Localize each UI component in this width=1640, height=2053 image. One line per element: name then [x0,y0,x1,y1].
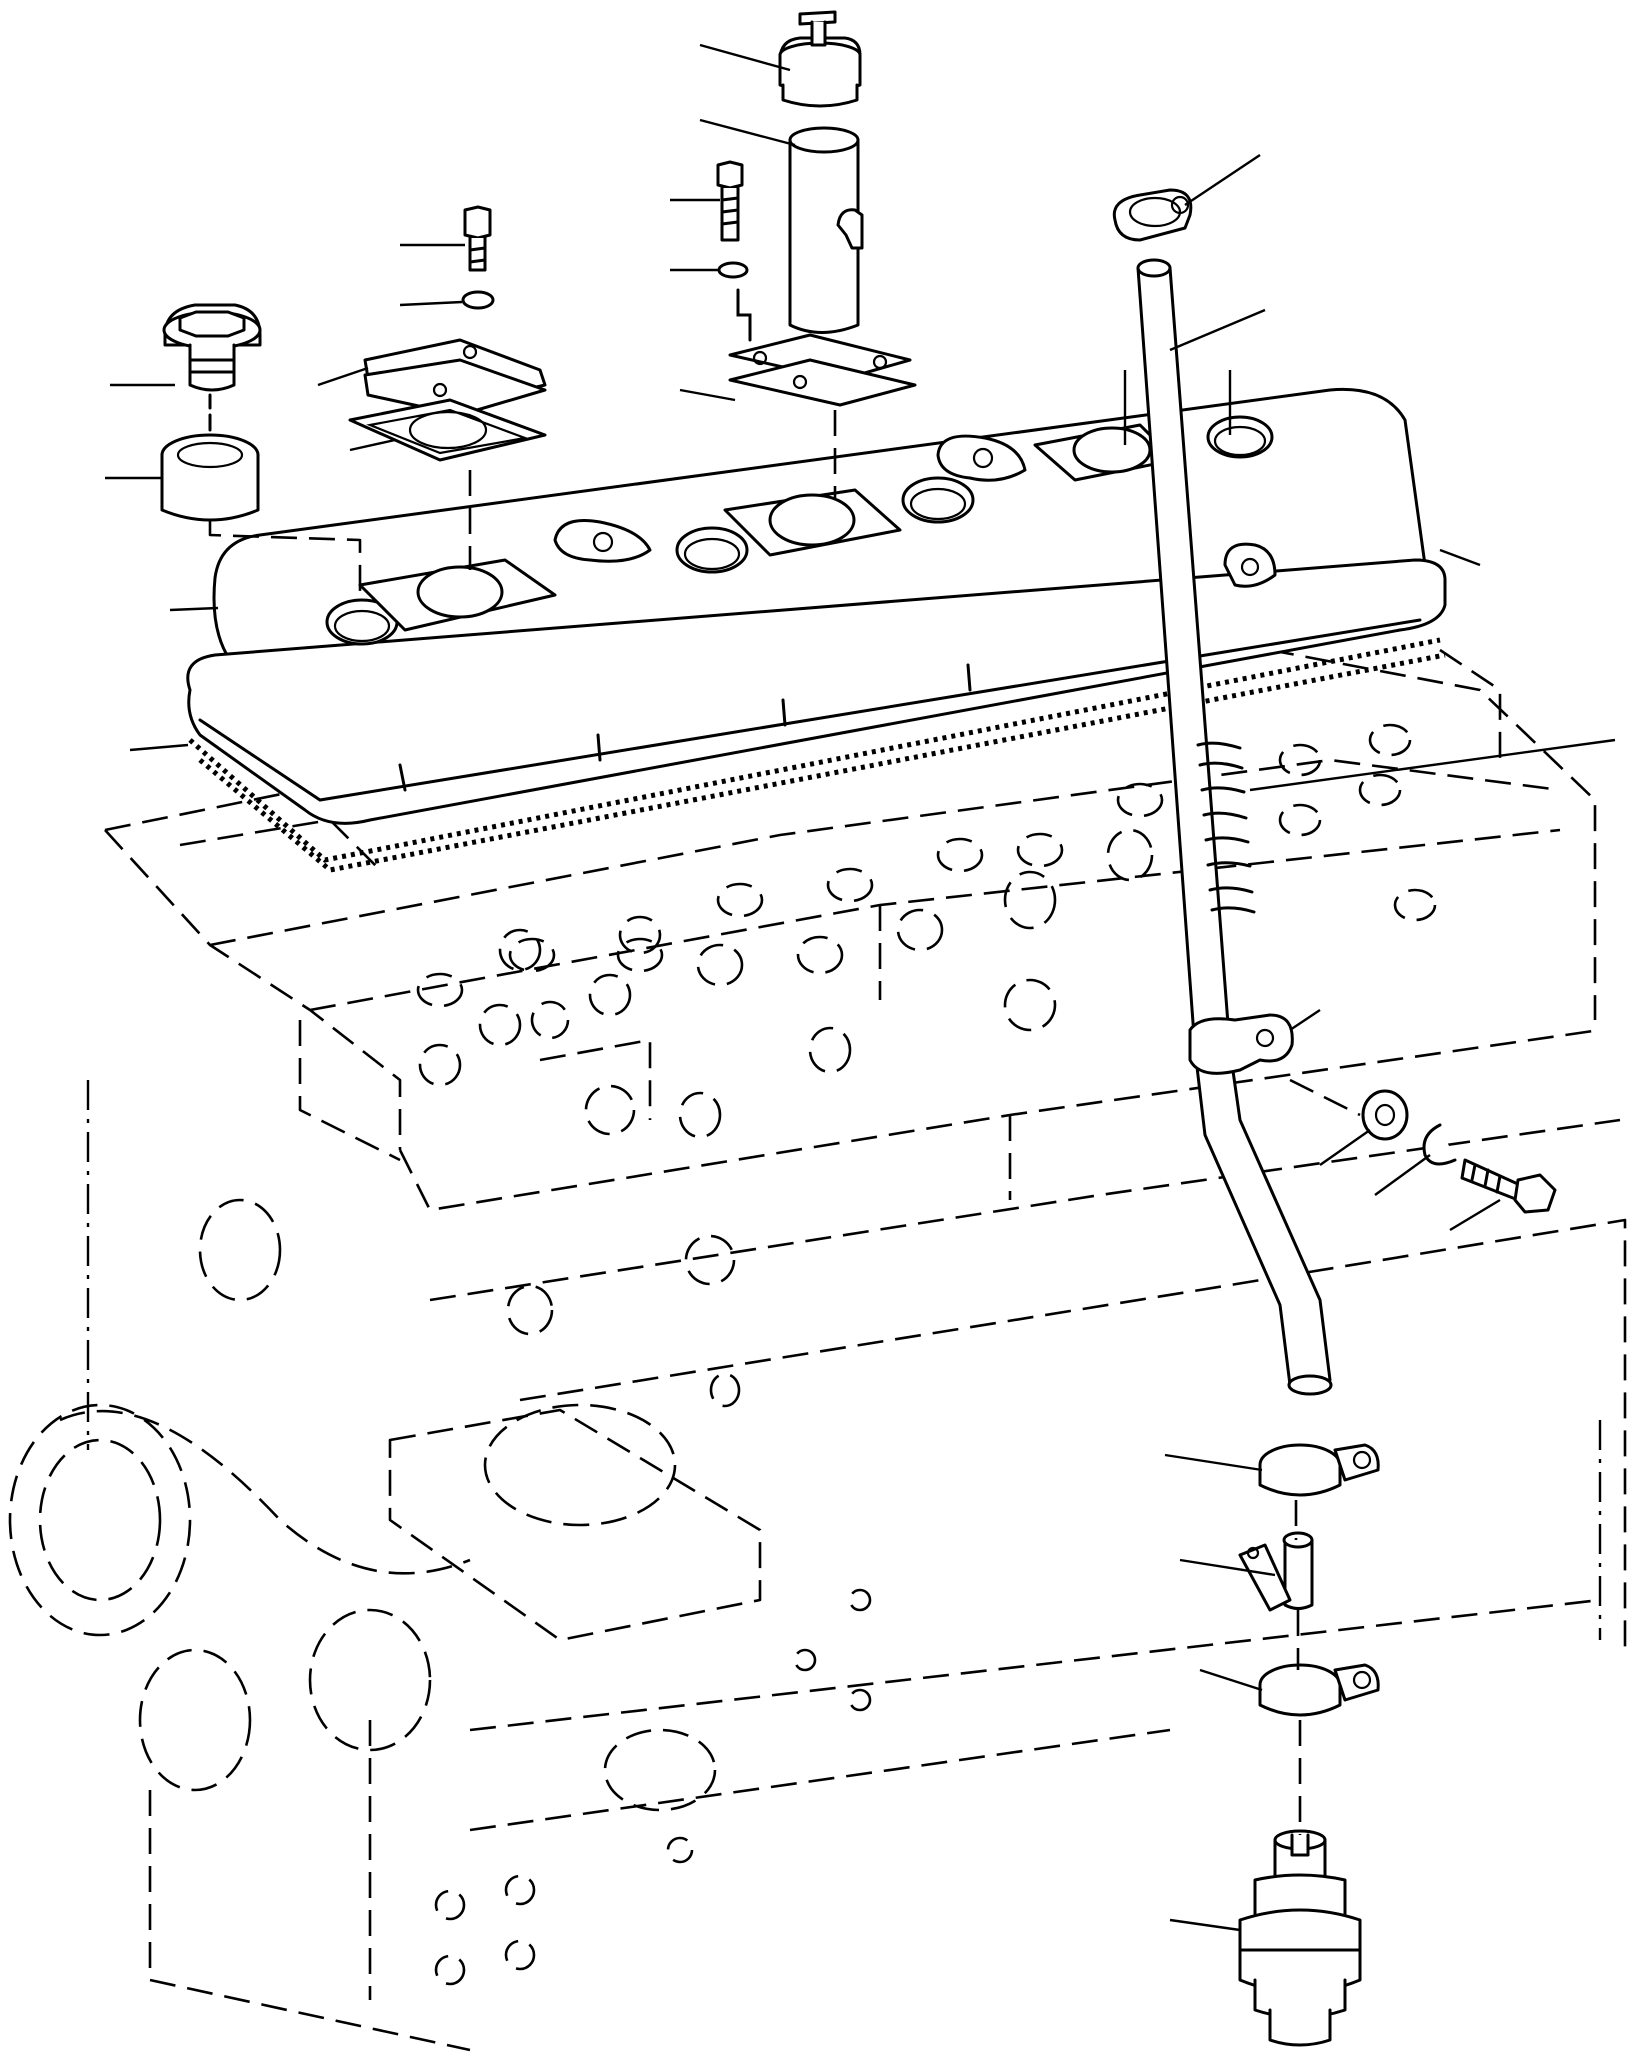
leader-07 [317,366,369,387]
level-sensor [1238,1829,1362,2047]
leader-23 [1449,1198,1501,1232]
assembly-paths [208,410,1361,1835]
oil-filler-cap [778,10,862,108]
engine-block-phantom [8,648,1627,2052]
leader-15 [1169,308,1266,352]
leader-08 [349,438,396,452]
tube-sleeve [1238,1531,1314,1612]
leader-12 [169,606,219,612]
leader-14 [1184,154,1261,206]
lower-tube-clamp-upper [1258,1443,1380,1497]
leader-24 [1164,1453,1263,1472]
dipstick-clip [1112,188,1193,242]
clamp-washer-bolt [1361,1089,1557,1214]
breather-cover [348,205,547,462]
leader-13 [129,743,189,752]
leader-21 [1319,1129,1371,1166]
leader-20 [1289,1009,1321,1031]
block-port-holes [416,723,1437,1986]
leader-25 [1179,1558,1276,1577]
leader-09 [679,388,736,402]
leader-01 [699,43,791,72]
leader-18 [1439,548,1481,567]
leader-02 [699,118,796,147]
leader-06 [399,300,463,307]
rocker-cover [186,387,1447,873]
tube-bolt [716,160,752,342]
leader-22 [1374,1154,1431,1196]
leader-26 [1199,1668,1263,1692]
oil-filler-tube [728,126,917,407]
leader-19 [1249,738,1616,792]
callout-leaders [105,43,1616,1932]
leader-27 [1169,1918,1241,1932]
lower-tube-clamp-lower [1258,1663,1380,1717]
dipstick-guide-tube [1136,258,1333,1396]
filler-plug [160,303,262,522]
